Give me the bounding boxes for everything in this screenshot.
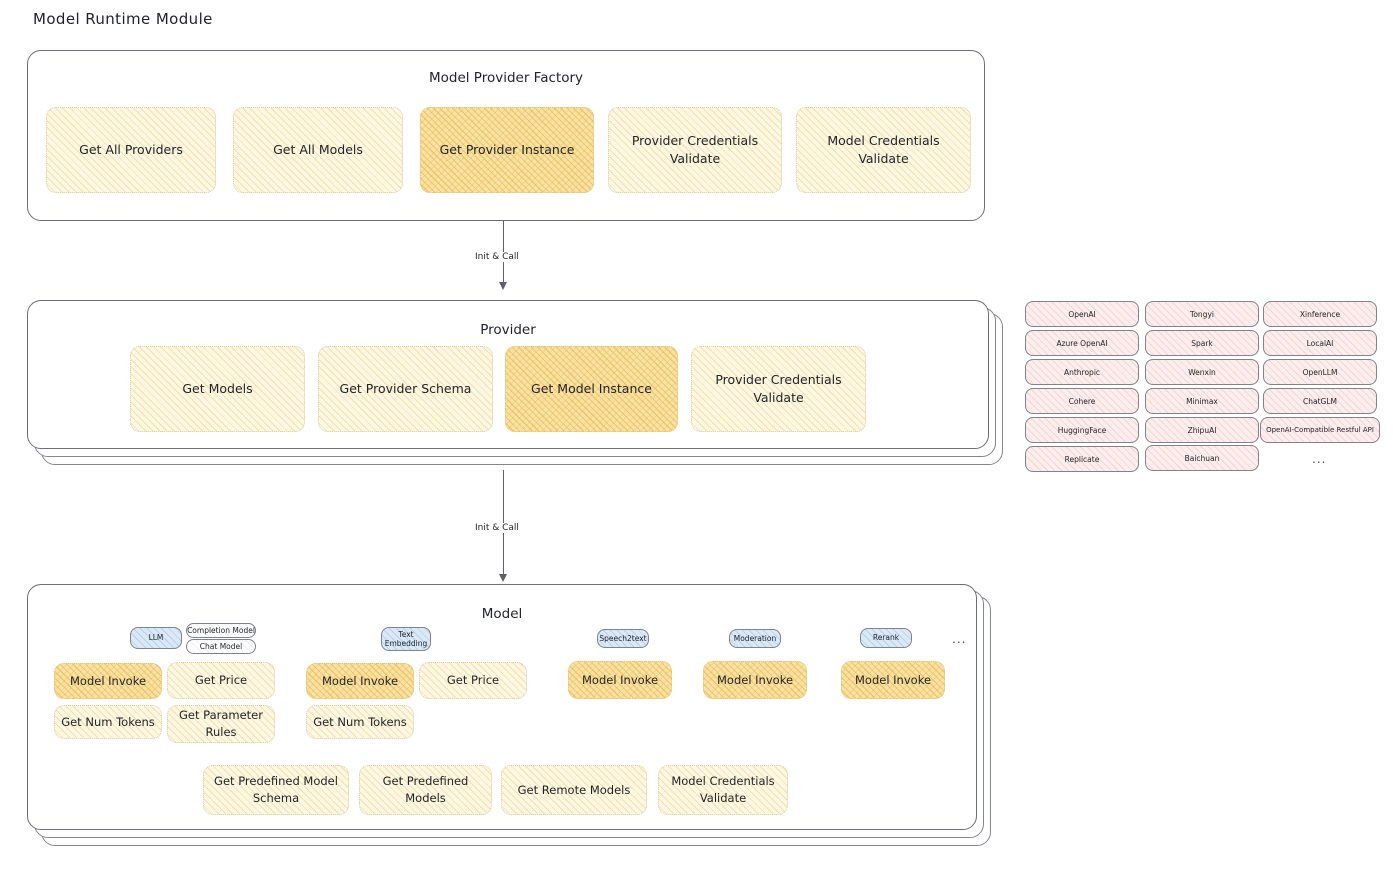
provider-chip-wenxin[interactable]: Wenxin bbox=[1145, 359, 1259, 385]
factory-method-get-all-models[interactable]: Get All Models bbox=[233, 107, 403, 193]
factory-method-provider-credentials-validate[interactable]: Provider Credentials Validate bbox=[608, 107, 782, 193]
provider-chip-openai[interactable]: OpenAI bbox=[1025, 301, 1139, 327]
text-embedding-method-get-price[interactable]: Get Price bbox=[419, 662, 527, 699]
model-type-chip-llm[interactable]: LLM bbox=[130, 627, 182, 649]
provider-chip-cohere[interactable]: Cohere bbox=[1025, 388, 1139, 414]
factory-method-model-credentials-validate[interactable]: Model Credentials Validate bbox=[796, 107, 971, 193]
model-common-method-get-predefined-models[interactable]: Get Predefined Models bbox=[359, 765, 492, 815]
llm-method-get-num-tokens[interactable]: Get Num Tokens bbox=[54, 705, 162, 739]
provider-title: Provider bbox=[480, 322, 536, 338]
provider-method-get-provider-schema[interactable]: Get Provider Schema bbox=[318, 346, 493, 432]
model-common-method-get-predefined-model-schema[interactable]: Get Predefined Model Schema bbox=[203, 765, 349, 815]
provider-chip-localai[interactable]: LocalAI bbox=[1263, 330, 1377, 356]
llm-method-model-invoke[interactable]: Model Invoke bbox=[54, 663, 162, 699]
provider-chip-openai-compatible-restful-api[interactable]: OpenAI-Compatible Restful API bbox=[1260, 417, 1380, 443]
model-provider-factory-title: Model Provider Factory bbox=[428, 70, 583, 86]
provider-method-provider-credentials-validate[interactable]: Provider Credentials Validate bbox=[691, 346, 866, 432]
provider-chip-xinference[interactable]: Xinference bbox=[1263, 301, 1377, 327]
provider-chip-baichuan[interactable]: Baichuan bbox=[1145, 445, 1259, 471]
model-type-chip-moderation[interactable]: Moderation bbox=[729, 629, 781, 648]
arrow-provider-to-model-head bbox=[499, 574, 507, 582]
model-subtype-chip-chat-model[interactable]: Chat Model bbox=[186, 639, 256, 654]
model-title: Model bbox=[481, 606, 523, 622]
factory-method-get-provider-instance[interactable]: Get Provider Instance bbox=[420, 107, 594, 193]
text-embedding-method-get-num-tokens[interactable]: Get Num Tokens bbox=[306, 705, 414, 739]
page-title: Model Runtime Module bbox=[33, 10, 213, 28]
provider-chip-replicate[interactable]: Replicate bbox=[1025, 446, 1139, 472]
provider-method-get-model-instance[interactable]: Get Model Instance bbox=[505, 346, 678, 432]
provider-chip-tongyi[interactable]: Tongyi bbox=[1145, 301, 1259, 327]
arrow-provider-to-model-label: Init & Call bbox=[470, 523, 524, 533]
provider-chip-chatglm[interactable]: ChatGLM bbox=[1263, 388, 1377, 414]
provider-chip-minimax[interactable]: Minimax bbox=[1145, 388, 1259, 414]
model-type-chip-text-embedding[interactable]: Text Embedding bbox=[381, 627, 431, 651]
model-subtype-chip-completion-model[interactable]: Completion Model bbox=[186, 623, 256, 638]
arrow-factory-to-provider-head bbox=[499, 282, 507, 290]
llm-method-get-price[interactable]: Get Price bbox=[167, 662, 275, 699]
provider-method-get-models[interactable]: Get Models bbox=[130, 346, 305, 432]
text-embedding-method-model-invoke[interactable]: Model Invoke bbox=[306, 663, 414, 699]
factory-method-get-all-providers[interactable]: Get All Providers bbox=[46, 107, 216, 193]
provider-chip-azure-openai[interactable]: Azure OpenAI bbox=[1025, 330, 1139, 356]
provider-list-ellipsis: ... bbox=[1312, 452, 1327, 466]
model-common-method-model-credentials-validate[interactable]: Model Credentials Validate bbox=[658, 765, 788, 815]
provider-chip-huggingface[interactable]: HuggingFace bbox=[1025, 417, 1139, 443]
model-type-chip-speech2text[interactable]: Speech2text bbox=[597, 629, 649, 648]
provider-chip-openllm[interactable]: OpenLLM bbox=[1263, 359, 1377, 385]
model-common-method-get-remote-models[interactable]: Get Remote Models bbox=[501, 765, 647, 815]
model-type-chip-rerank[interactable]: Rerank bbox=[860, 628, 912, 648]
model-types-ellipsis: ... bbox=[952, 632, 967, 646]
provider-chip-spark[interactable]: Spark bbox=[1145, 330, 1259, 356]
moderation-method-model-invoke[interactable]: Model Invoke bbox=[703, 661, 807, 699]
rerank-method-model-invoke[interactable]: Model Invoke bbox=[841, 661, 945, 699]
provider-chip-anthropic[interactable]: Anthropic bbox=[1025, 359, 1139, 385]
llm-method-get-parameter-rules[interactable]: Get Parameter Rules bbox=[167, 705, 275, 743]
speech2text-method-model-invoke[interactable]: Model Invoke bbox=[568, 661, 672, 699]
arrow-factory-to-provider-label: Init & Call bbox=[470, 252, 524, 262]
provider-chip-zhipuai[interactable]: ZhipuAI bbox=[1145, 417, 1259, 443]
